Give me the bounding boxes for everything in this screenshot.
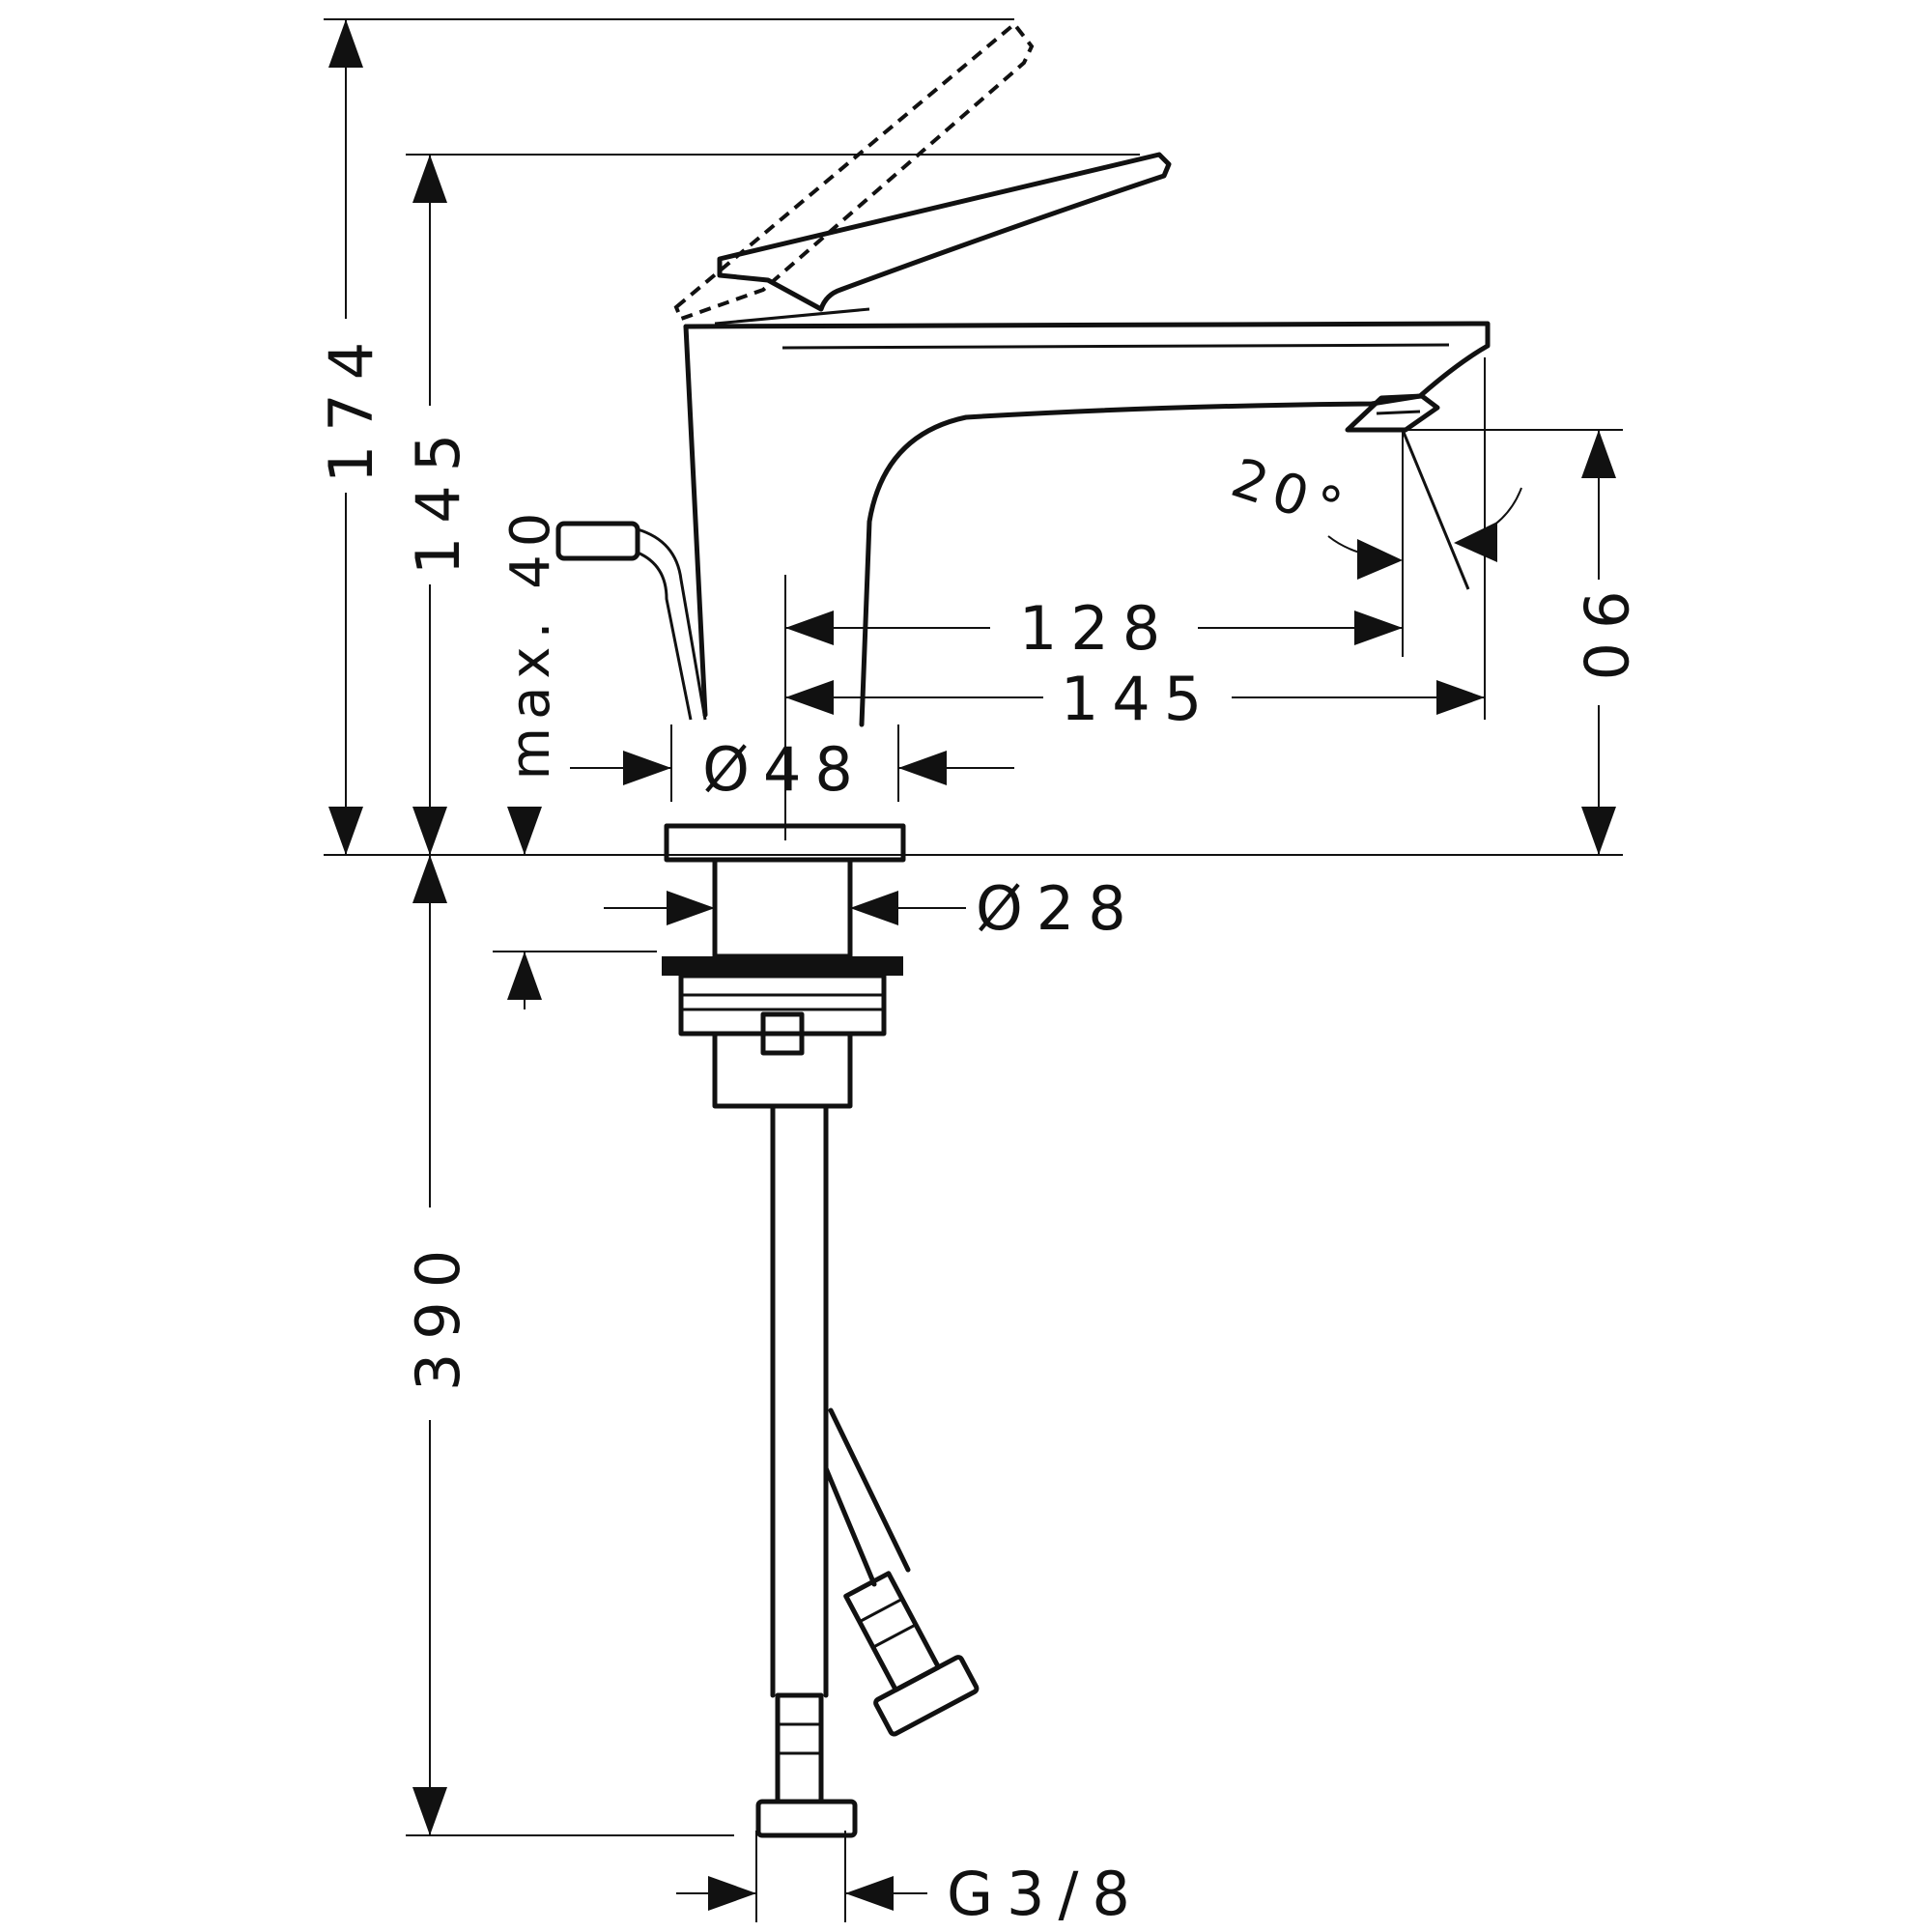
label-base-diameter: Ø48	[702, 734, 867, 805]
label-spout-projection: 128	[1019, 593, 1174, 664]
dimension-labels: 174 145 max. 40 390 90 128 145 Ø48 Ø28 G…	[316, 328, 1640, 1929]
label-shank-diameter: Ø28	[976, 873, 1140, 944]
label-hose-length: 390	[403, 1236, 473, 1391]
label-max-thickness: max. 40	[499, 505, 562, 781]
faucet-body	[555, 21, 1491, 727]
label-overall-height: 174	[316, 328, 386, 483]
label-outflow-angle: 20°	[1224, 446, 1356, 543]
extension-lines	[324, 18, 1623, 1922]
mounting-set	[662, 823, 980, 1838]
label-spout-height: 90	[1570, 591, 1640, 695]
dimension-lines	[328, 19, 1616, 1911]
label-connection-thread: G3/8	[947, 1859, 1144, 1929]
label-spout-length: 145	[1061, 664, 1215, 734]
label-faucet-height: 145	[403, 420, 473, 575]
